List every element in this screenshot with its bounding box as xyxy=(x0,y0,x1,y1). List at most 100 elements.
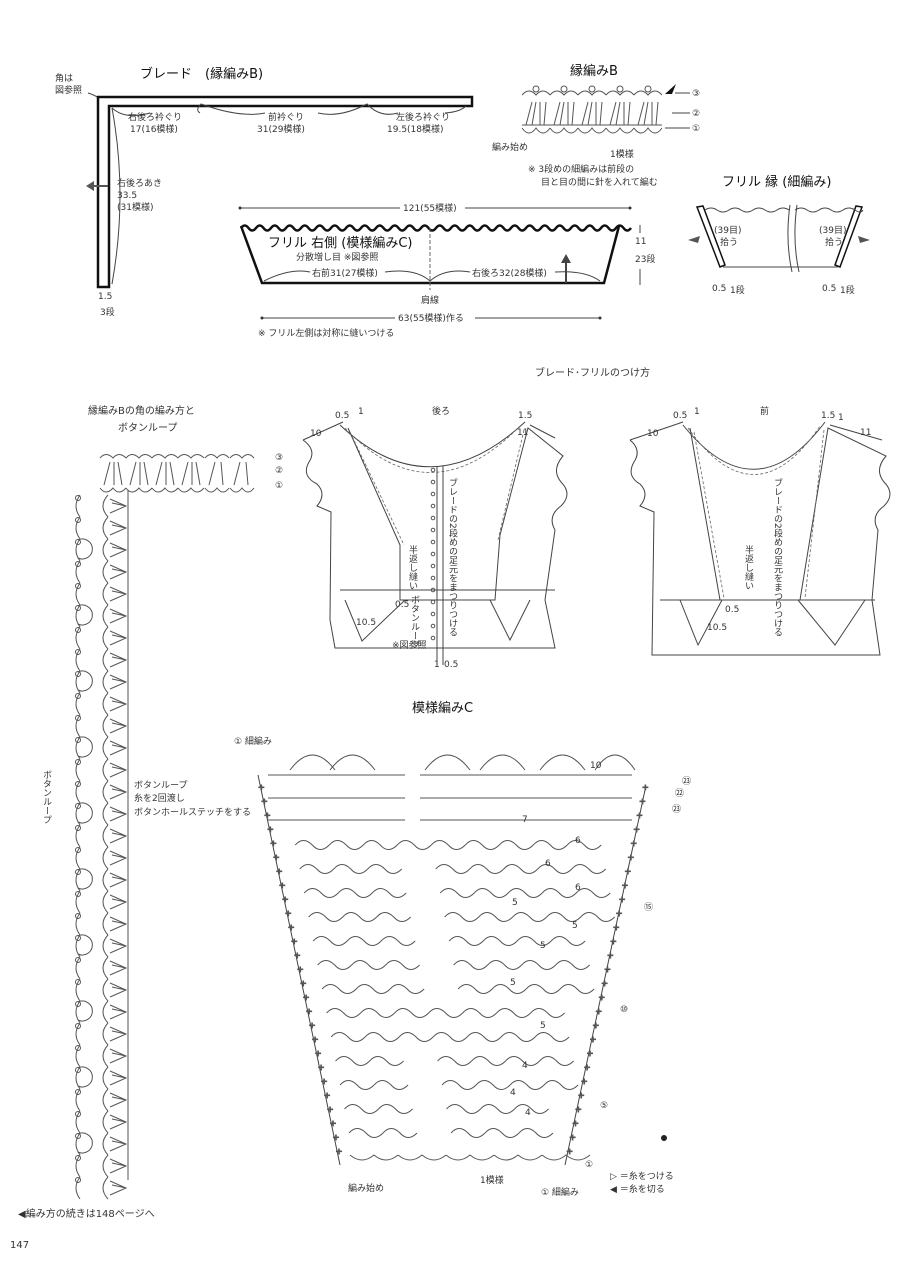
edge-repeat xyxy=(75,912,128,936)
chain-loop xyxy=(475,1080,511,1090)
loop-note: ボタンループ xyxy=(134,780,187,791)
segment-value: 17(16模様) xyxy=(130,123,178,135)
edge-repeat xyxy=(75,758,128,782)
chain-loop xyxy=(303,888,339,898)
picot xyxy=(616,85,624,93)
frill-cast-on: 63(55模様)作る xyxy=(398,312,464,324)
backstitch-note: 半返し縫い xyxy=(407,544,418,590)
chain-loop xyxy=(326,1008,361,1018)
chain-loop xyxy=(373,1080,409,1090)
frill-back: 右後ろ32(28模様) xyxy=(472,267,547,279)
picot xyxy=(75,1155,81,1161)
edge-repeat xyxy=(75,956,128,980)
button-loop xyxy=(430,551,436,557)
chain-loop xyxy=(521,960,557,970)
dim: 0.5 xyxy=(395,600,409,610)
legend-cut-yarn: ◀ ＝糸を切る xyxy=(610,1183,665,1195)
chain-loop xyxy=(328,840,364,850)
edge-repeat xyxy=(75,890,128,914)
chain-loop xyxy=(541,888,577,898)
edging-b-chart: 縁編みB ③ ② ① 編み始め 1模様 ※ 3段めの細編みは前段の 目と目の間に… xyxy=(492,63,700,188)
braid-attach-note: ブレードの2段めの足元をまつりつける xyxy=(772,477,783,637)
button-loop xyxy=(430,515,436,521)
edge-repeat xyxy=(75,1022,128,1046)
scallop xyxy=(479,754,526,771)
picot-row xyxy=(521,90,551,96)
picot xyxy=(75,561,81,567)
edge-repeat xyxy=(75,1066,128,1090)
dim: 11 xyxy=(860,428,871,438)
picot xyxy=(75,759,81,765)
frill-shape xyxy=(239,225,621,285)
chain-loop xyxy=(480,1104,515,1114)
chain-loop xyxy=(532,840,568,850)
edge-rows: 1段 xyxy=(730,284,745,296)
opening-pattern: (31模様) xyxy=(117,201,153,213)
legend: ▷ ＝糸をつける ◀ ＝糸を切る xyxy=(610,1170,674,1195)
sc-stitch: + xyxy=(297,965,304,974)
chain-loop xyxy=(369,1056,404,1066)
chain-loop xyxy=(444,912,480,922)
chain-loop xyxy=(376,912,412,922)
picot xyxy=(75,957,81,963)
chain-loop xyxy=(348,1128,384,1138)
repeat-label: 1模様 xyxy=(480,1174,504,1186)
pickup-count: (39目) xyxy=(819,225,846,236)
chain-loop xyxy=(505,1056,540,1066)
arrow-left-icon xyxy=(688,236,700,243)
chain-loop xyxy=(308,912,344,922)
sc-stitch: + xyxy=(324,1091,331,1100)
segment-value: 19.5(18模様) xyxy=(387,123,444,135)
chain-count: 5 xyxy=(510,978,516,988)
sc-stitch: + xyxy=(622,881,629,890)
row-mark: ㉒ xyxy=(675,788,684,799)
picot xyxy=(560,85,568,93)
edge-repeat xyxy=(75,736,128,760)
sc-stitch: + xyxy=(630,839,637,848)
pickup-label: 拾う xyxy=(720,236,738,248)
back-bodice-diagram: 後ろ 0.5 1 1.5 10 11 0.5 10.5 1 0.5 ブレードの2… xyxy=(302,405,568,670)
sc-stitch: + xyxy=(639,797,646,806)
picot xyxy=(75,495,81,501)
chain-loop xyxy=(432,1032,468,1042)
dim: 11 xyxy=(517,428,528,438)
sc-stitch: + xyxy=(636,811,643,820)
row-mark: ㉓ xyxy=(672,804,681,815)
row-mark: ② xyxy=(692,109,700,119)
sc-stitch: + xyxy=(273,853,280,862)
loop-note: ボタンホールステッチをする xyxy=(134,807,251,818)
row-mark: ③ xyxy=(692,89,700,99)
picot xyxy=(75,1089,81,1095)
sc-stitch: + xyxy=(330,1119,337,1128)
stitch-fan xyxy=(581,101,603,126)
button-loop xyxy=(430,623,436,629)
sc-stitch: + xyxy=(607,951,614,960)
frill-rows: 23段 xyxy=(635,253,655,265)
button-loop xyxy=(77,670,93,692)
chain-loop xyxy=(430,840,466,850)
sc-stitch: + xyxy=(261,797,268,806)
shoulder-line-label: 肩線 xyxy=(421,294,439,306)
foundation-chain xyxy=(493,1154,543,1161)
corner-repeat xyxy=(125,454,153,493)
stitch-fan xyxy=(637,101,659,126)
loop-note: 糸を2回渡し xyxy=(134,792,185,804)
chain-count: 4 xyxy=(510,1088,516,1098)
page-number: 147 xyxy=(10,1240,29,1251)
sc-stitch: + xyxy=(625,867,632,876)
chain-loop xyxy=(362,840,398,850)
edge-repeat xyxy=(75,1132,128,1156)
sc-stitch: + xyxy=(601,979,608,988)
chain-loop xyxy=(317,960,353,970)
chain-loop xyxy=(342,912,378,922)
chain-loop xyxy=(514,1104,549,1114)
chain-loop xyxy=(396,840,432,850)
button-loop xyxy=(430,467,436,473)
sc-stitch: + xyxy=(264,811,271,820)
chain-loop xyxy=(439,888,475,898)
top-label: ① 細編み xyxy=(234,735,272,747)
edge-repeat xyxy=(75,560,128,584)
chain-loop xyxy=(482,936,518,946)
scallop xyxy=(539,754,586,771)
sc-stitch: + xyxy=(282,895,289,904)
